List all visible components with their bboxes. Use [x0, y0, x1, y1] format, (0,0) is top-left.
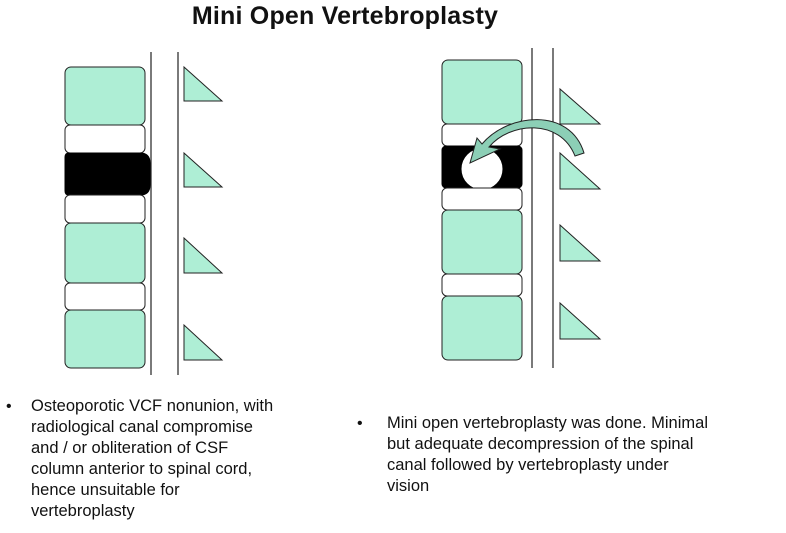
- intervertebral-disc: [64, 282, 146, 311]
- vertebral-body: [64, 222, 146, 284]
- spinous-process: [183, 151, 224, 188]
- spinous-process: [559, 87, 602, 125]
- spinous-process: [183, 236, 224, 274]
- collapsed-vertebra: [64, 152, 151, 196]
- vertebral-body: [441, 295, 523, 361]
- page-title: Mini Open Vertebroplasty: [191, 2, 499, 30]
- left-spine: [64, 52, 224, 375]
- left-caption: • Osteoporotic VCF nonunion, with radiol…: [6, 396, 346, 522]
- bullet-point: •: [357, 415, 363, 432]
- intervertebral-disc: [64, 124, 146, 154]
- intervertebral-disc: [441, 187, 523, 211]
- spinous-process: [559, 151, 602, 190]
- right-caption: • Mini open vertebroplasty was done. Min…: [357, 413, 777, 497]
- right-spine: [441, 48, 602, 368]
- spinous-process: [559, 223, 602, 262]
- vertebral-body: [441, 59, 523, 125]
- right-caption-text: Mini open vertebroplasty was done. Minim…: [387, 414, 708, 495]
- intervertebral-disc: [64, 194, 146, 224]
- left-caption-text: Osteoporotic VCF nonunion, with radiolog…: [31, 397, 274, 520]
- spinous-process: [183, 323, 224, 361]
- intervertebral-disc: [441, 273, 523, 297]
- vertebral-body: [64, 66, 146, 126]
- vertebral-body: [441, 209, 523, 275]
- spinous-process: [559, 301, 602, 340]
- vertebral-body: [64, 309, 146, 369]
- bullet-point: •: [6, 398, 12, 415]
- spinous-process: [183, 65, 224, 102]
- curved-arrow: [469, 119, 585, 164]
